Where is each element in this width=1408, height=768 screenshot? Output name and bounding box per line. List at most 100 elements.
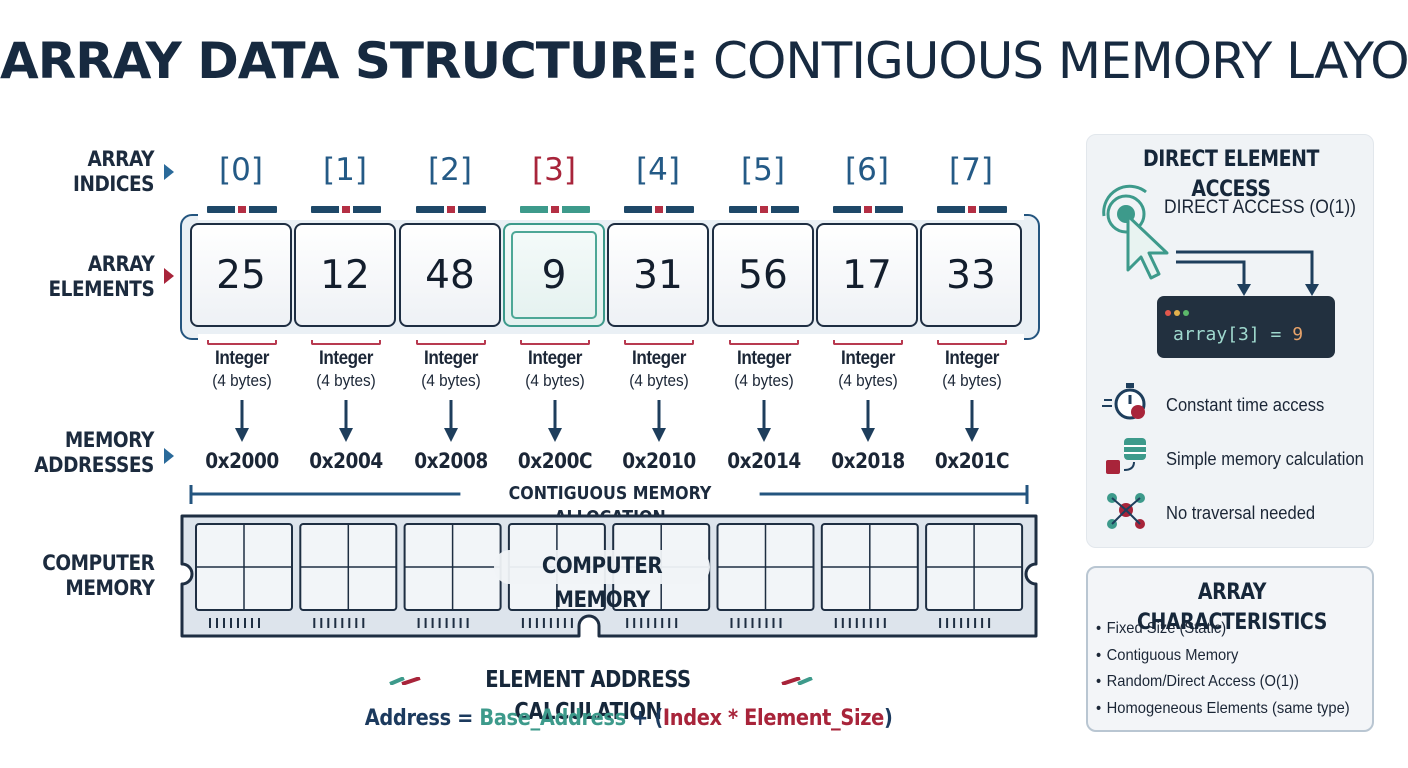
memory-chip [403, 523, 502, 611]
element-value: 33 [946, 252, 996, 298]
down-arrow-icon [757, 400, 771, 442]
array-element: 56 [712, 223, 814, 327]
element-bracket [833, 340, 903, 345]
array-element: 17 [816, 223, 918, 327]
label-line: INDICES [73, 172, 154, 196]
element-type: Integer (4 bytes) [816, 348, 920, 392]
pointer-icon [164, 164, 174, 180]
type-size: (4 bytes) [212, 371, 272, 390]
index-marker [833, 206, 903, 213]
code-line: array[3] = 9 [1173, 322, 1303, 348]
formula-close: ) [883, 706, 893, 731]
down-arrow-icon [548, 400, 562, 442]
element-bracket [729, 340, 799, 345]
memory-address: 0x201C [934, 449, 1010, 473]
memory-address: 0x2014 [727, 449, 801, 473]
type-name: Integer [841, 348, 895, 369]
down-arrow-icon [652, 400, 666, 442]
frame-mask [198, 334, 1024, 348]
pointer-icon [164, 268, 174, 284]
memory-address: 0x2004 [309, 449, 383, 473]
element-type: Integer(4 bytes) [712, 348, 816, 392]
down-arrow-icon [339, 400, 353, 442]
title-bold: ARRAY DATA STRUCTURE: [0, 32, 699, 90]
window-dots-icon [1165, 303, 1192, 321]
page-title: ARRAY DATA STRUCTURE: CONTIGUOUS MEMORY … [0, 28, 1408, 94]
dash-accent-icon [389, 677, 421, 685]
cursor-click-icon [1102, 184, 1319, 296]
array-element: 48 [399, 223, 501, 327]
label-line: ELEMENTS [48, 277, 154, 301]
element-bracket [416, 340, 486, 345]
memory-address: 0x200C [517, 449, 593, 473]
dash-accent-icon [781, 677, 813, 685]
element-bracket [311, 340, 381, 345]
array-index: [7] [949, 152, 993, 188]
label-array-elements: ARRAY ELEMENTS [48, 252, 154, 302]
list-item: Random/Direct Access (O(1)) [1096, 669, 1350, 696]
element-value: 25 [216, 252, 266, 298]
database-icon [1106, 438, 1146, 474]
label-line: MEMORY [64, 428, 155, 452]
down-arrow-icon [965, 400, 979, 442]
array-index: [0] [219, 152, 263, 188]
array-index: [3] [532, 152, 576, 188]
list-item: Contiguous Memory [1096, 643, 1350, 670]
highlight-outline [511, 231, 597, 319]
feature-no-traversal: No traversal needed [1166, 503, 1316, 523]
element-type: Integer(4 bytes) [607, 348, 711, 392]
index-marker [624, 206, 694, 213]
array-index: [6] [845, 152, 889, 188]
element-type: Integer(4 bytes) [503, 348, 607, 392]
down-arrow-icon [444, 400, 458, 442]
formula-plus: + ( [625, 706, 663, 731]
element-value: 48 [425, 252, 475, 298]
element-value: 17 [842, 252, 892, 298]
formula-equals: = [450, 706, 480, 731]
memory-address: 0x2018 [831, 449, 905, 473]
type-name: Integer [215, 348, 269, 369]
code-prefix: array[3] = [1173, 324, 1293, 345]
label-array-indices: ARRAY INDICES [73, 147, 154, 197]
type-size: (4 bytes) [421, 371, 481, 390]
formula-index-size: Index * Element_Size [662, 706, 884, 731]
label-line: ARRAY [87, 252, 155, 276]
label-line: ADDRESSES [34, 453, 154, 477]
calculation-title: ELEMENT ADDRESS CALCULATION [485, 667, 691, 725]
element-bracket [624, 340, 694, 345]
type-name: Integer [319, 348, 373, 369]
address-formula: Address = Base_Address + (Index * Elemen… [365, 702, 893, 736]
array-index: [1] [323, 152, 367, 188]
index-marker [520, 206, 590, 213]
element-bracket [207, 340, 277, 345]
array-element: 33 [920, 223, 1022, 327]
element-bracket [520, 340, 590, 345]
formula-base: Base_Address [479, 706, 626, 731]
memory-module-icon [180, 514, 1038, 638]
memory-chip [820, 523, 919, 611]
memory-chip [299, 523, 398, 611]
index-marker [729, 206, 799, 213]
type-name: Integer [528, 348, 582, 369]
type-size: (4 bytes) [838, 371, 898, 390]
characteristics-list: Fixed Size (Static) Contiguous Memory Ra… [1096, 616, 1372, 722]
feature-simple-calc: Simple memory calculation [1166, 449, 1364, 469]
memory-pins [209, 618, 991, 628]
index-marker [207, 206, 277, 213]
label-line: COMPUTER [41, 551, 155, 575]
pointer-icon [164, 448, 174, 464]
type-size: (4 bytes) [942, 371, 1002, 390]
element-value: 12 [320, 252, 370, 298]
element-type: Integer (4 bytes) [294, 348, 398, 392]
label-computer-memory: COMPUTER MEMORY [41, 551, 155, 601]
type-name: Integer [945, 348, 999, 369]
array-index: [5] [741, 152, 785, 188]
memory-address: 0x2010 [622, 449, 696, 473]
panel-title: DIRECT ELEMENT ACCESS [1142, 147, 1320, 202]
type-size: (4 bytes) [316, 371, 376, 390]
computer-memory-label: COMPUTER MEMORY [494, 550, 710, 613]
label-memory-addresses: MEMORY ADDRESSES [34, 428, 154, 478]
array-element: 25 [190, 223, 292, 327]
array-element: 9 [503, 223, 605, 327]
code-terminal: array[3] = 9 [1157, 296, 1335, 358]
